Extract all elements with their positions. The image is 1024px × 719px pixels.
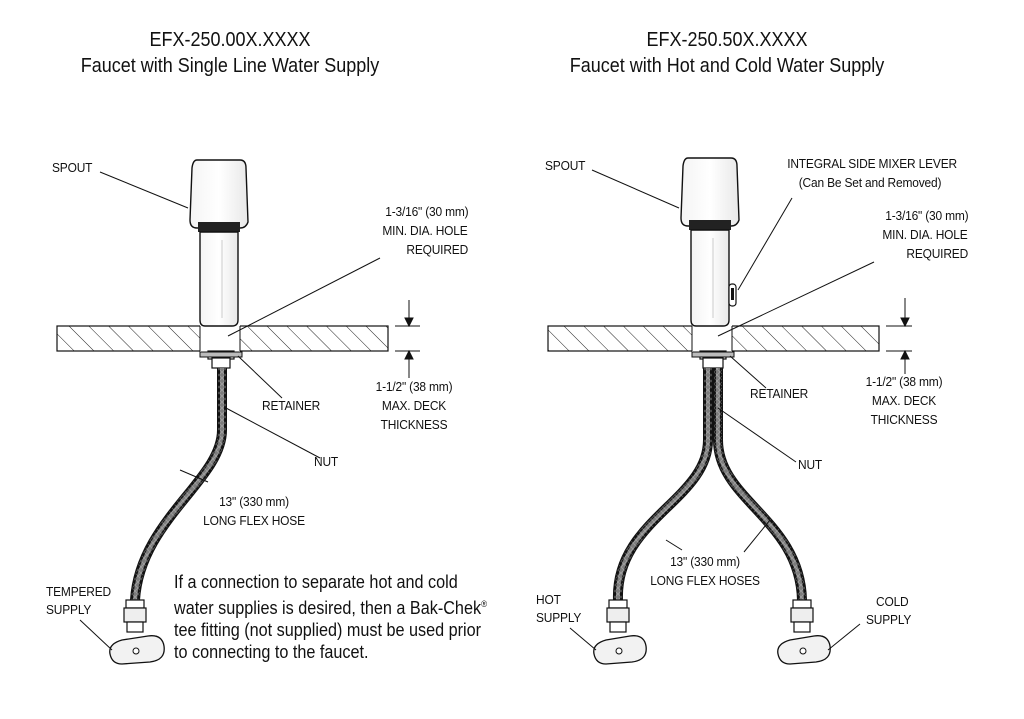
left-hole-label-1: 1-3/16" (30 mm) xyxy=(384,204,468,219)
left-hole-label-3: REQUIRED xyxy=(406,242,468,257)
left-deck-label-1: 1-1/2" (38 mm) xyxy=(375,379,453,394)
left-hole-label-2: MIN. DIA. HOLE xyxy=(382,223,468,238)
right-deck-label-1: 1-1/2" (38 mm) xyxy=(865,374,943,389)
right-hole-label-2: MIN. DIA. HOLE xyxy=(882,227,968,242)
right-spout-leader xyxy=(591,169,680,209)
tempered-supply-label-2: SUPPLY xyxy=(46,602,92,617)
left-deck-label-3: THICKNESS xyxy=(380,417,448,432)
left-diagram xyxy=(56,159,420,665)
right-hose-leader-left xyxy=(665,539,683,551)
left-hose-label-1: 13" (330 mm) xyxy=(219,494,289,509)
tempered-supply-label-1: TEMPERED xyxy=(46,584,111,599)
right-diagram xyxy=(547,157,912,665)
left-nut-leader xyxy=(225,407,321,459)
left-nut xyxy=(211,357,231,369)
cold-supply-leader xyxy=(827,623,861,651)
right-hose-leader-right xyxy=(743,519,771,553)
hot-supply-label-2: SUPPLY xyxy=(536,610,582,625)
right-subtitle: Faucet with Hot and Cold Water Supply xyxy=(569,55,885,77)
left-hole-leader xyxy=(227,257,381,337)
cold-supply-label-2: SUPPLY xyxy=(866,612,912,627)
side-mixer-lever xyxy=(728,283,737,307)
left-faucet-spout xyxy=(189,159,249,327)
left-deck-label-2: MAX. DECK xyxy=(381,398,447,413)
left-subtitle: Faucet with Single Line Water Supply xyxy=(80,55,380,77)
left-hose-leader xyxy=(179,469,209,483)
right-model-number: EFX-250.50X.XXXX xyxy=(646,29,808,51)
right-retainer-leader xyxy=(729,355,767,389)
left-nut-label: NUT xyxy=(314,454,339,469)
right-deck-label-3: THICKNESS xyxy=(870,412,938,427)
right-deck-dimension xyxy=(886,298,912,374)
hot-supply-leader xyxy=(569,627,597,651)
cold-supply-valve xyxy=(777,599,831,665)
right-hose-label-2: LONG FLEX HOSES xyxy=(650,573,760,588)
left-hose-label-2: LONG FLEX HOSE xyxy=(203,513,305,528)
hot-supply-label-1: HOT xyxy=(536,592,561,607)
right-nut-leader xyxy=(717,407,797,463)
right-retainer-label: RETAINER xyxy=(750,386,809,401)
left-supply-leader xyxy=(79,619,113,651)
left-spout-leader xyxy=(99,171,189,209)
right-deck-label-2: MAX. DECK xyxy=(871,393,937,408)
left-retainer-leader xyxy=(237,355,283,399)
right-faucet-spout xyxy=(680,157,740,327)
right-hole-leader xyxy=(717,261,875,337)
cold-supply-label-1: COLD xyxy=(876,594,909,609)
right-hose-label-1: 13" (330 mm) xyxy=(670,554,740,569)
right-spout-label: SPOUT xyxy=(545,158,586,173)
lever-leader xyxy=(737,197,793,291)
right-nut-label: NUT xyxy=(798,457,823,472)
left-deck-dimension xyxy=(395,300,420,378)
right-hole-label-1: 1-3/16" (30 mm) xyxy=(884,208,968,223)
hot-supply-valve xyxy=(593,599,647,665)
left-spout-label: SPOUT xyxy=(52,160,93,175)
left-supply-valve xyxy=(109,599,165,665)
left-retainer-label: RETAINER xyxy=(262,398,321,413)
left-flex-hose xyxy=(130,368,227,601)
left-model-number: EFX-250.00X.XXXX xyxy=(149,29,311,51)
bak-chek-note: If a connection to separate hot and cold… xyxy=(174,572,488,662)
lever-label-2: (Can Be Set and Removed) xyxy=(798,175,942,190)
right-hole-label-3: REQUIRED xyxy=(906,246,968,261)
right-nut xyxy=(702,357,724,369)
lever-label-1: INTEGRAL SIDE MIXER LEVER xyxy=(787,156,957,171)
